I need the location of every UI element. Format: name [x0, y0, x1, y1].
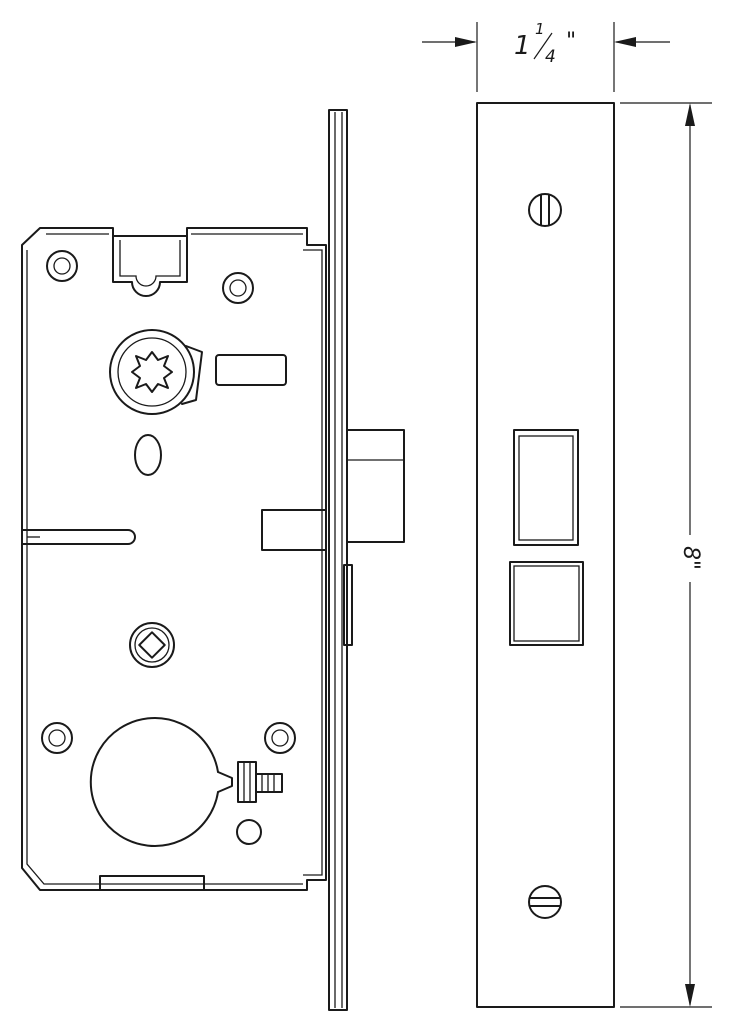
rect-slot [215, 354, 287, 386]
width-whole-label: 1 [514, 31, 531, 61]
oval-slot [134, 434, 162, 476]
small-hole [236, 819, 262, 845]
set-screw-icon [237, 761, 283, 803]
height-dimension: 8" [620, 102, 712, 1008]
horizontal-divider-slot [21, 529, 136, 545]
mounting-hole-bottom-right [264, 722, 296, 754]
screw-top-icon [528, 193, 562, 227]
width-dimension: 1 1 4 " [422, 20, 670, 92]
faceplate-edge [328, 109, 353, 1011]
mounting-hole-top-left [46, 250, 78, 282]
latch-opening [513, 429, 579, 546]
faceplate-outline [476, 102, 615, 1008]
mounting-hole-bottom-left [41, 722, 73, 754]
bottom-slot [99, 875, 205, 891]
lock-body-side-view [21, 109, 405, 1011]
top-notch [112, 235, 188, 297]
mounting-hole-top-right [222, 272, 254, 304]
star-spindle-icon [131, 351, 173, 393]
height-label: 8" [678, 546, 703, 570]
latch-bolt [346, 429, 405, 543]
deadbolt-opening [509, 561, 584, 646]
square-spindle-hub [129, 622, 175, 668]
deadbolt-tab [261, 509, 327, 551]
lock-case-outline [21, 227, 327, 891]
faceplate-front-view [476, 102, 615, 1008]
width-denominator-label: 4 [545, 47, 556, 67]
lever-hub [109, 329, 203, 415]
width-numerator-label: 1 [535, 20, 545, 38]
screw-bottom-icon [528, 885, 562, 919]
cylinder-opening [89, 717, 283, 847]
width-inch-mark: " [566, 29, 576, 54]
